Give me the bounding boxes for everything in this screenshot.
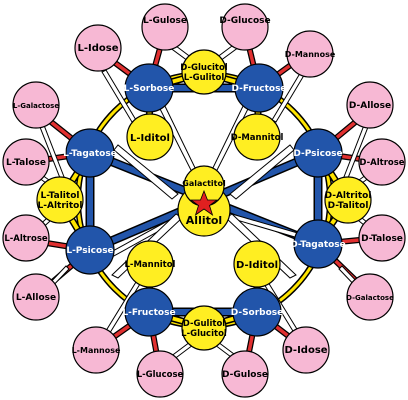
node-l-iditol	[126, 113, 174, 161]
node-l-mannose	[72, 326, 120, 374]
label-l-allose: L-Allose	[16, 293, 56, 303]
node-d-galactose	[346, 273, 394, 321]
label-d-sorbose: D-Sorbose	[231, 308, 284, 318]
label-l-altrose: L-Altrose	[4, 234, 48, 244]
node-d-psicose	[293, 128, 343, 178]
label-l-idose: L-Idose	[77, 43, 118, 54]
label-l-talose: L-Talose	[6, 158, 46, 168]
node-d-mannose	[286, 30, 334, 78]
label-d-psicose: D-Psicose	[293, 149, 342, 159]
node-altritol-right	[324, 176, 372, 224]
label-d-iditol: D-Iditol	[236, 260, 278, 271]
node-l-gulose	[141, 3, 189, 51]
label-talitol-left-2: L-Altritol	[38, 201, 83, 211]
label-allitol: Allitol	[186, 214, 222, 227]
ketose-labels: L-Sorbose D-Fructose L-Tagatose D-Psicos…	[63, 84, 346, 318]
node-d-fructose	[234, 63, 284, 113]
label-l-iditol: L-Iditol	[130, 133, 170, 144]
label-altritol-right-2: D-Talitol	[328, 201, 369, 211]
label-d-tagatose: D-Tagatose	[290, 240, 346, 250]
label-d-mannose: D-Mannose	[285, 50, 336, 59]
label-l-glucose: L-Glucose	[137, 370, 184, 380]
label-glucitol-top-2: L-Gulitol	[184, 73, 225, 83]
label-l-sorbose: L-Sorbose	[124, 84, 175, 94]
label-galactitol: Galactitol	[182, 179, 226, 188]
node-d-allose	[346, 81, 394, 129]
aldose-nodes	[2, 3, 406, 398]
label-d-allose: D-Allose	[349, 101, 391, 111]
label-d-galactose: D-Galactose	[346, 294, 394, 302]
node-d-tagatose	[293, 219, 343, 269]
node-l-allose	[12, 273, 60, 321]
node-l-mannitol	[126, 240, 174, 288]
label-altritol-right-1: D-Altritol	[325, 191, 372, 201]
label-l-mannose: L-Mannose	[72, 346, 121, 355]
label-gulitol-bottom-1: D-Gulitol	[183, 319, 225, 329]
ketose-nodes	[65, 63, 343, 337]
label-l-gulose: L-Gulose	[143, 16, 187, 26]
node-l-psicose	[65, 225, 115, 275]
polyol-labels: D-Glucitol L-Gulitol L-Iditol D-Mannitol…	[38, 63, 372, 339]
label-d-talose: D-Talose	[361, 234, 403, 244]
node-d-idose	[282, 326, 330, 374]
label-d-mannitol: D-Mannitol	[231, 133, 284, 143]
node-l-galactose	[12, 81, 60, 129]
node-l-talose	[2, 138, 50, 186]
node-l-tagatose	[65, 128, 115, 178]
label-l-mannitol: L-Mannitol	[125, 260, 176, 270]
node-talitol-left	[36, 176, 84, 224]
center-star	[189, 189, 219, 217]
label-d-fructose: D-Fructose	[231, 84, 286, 94]
node-l-glucose	[136, 350, 184, 398]
label-l-psicose: L-Psicose	[66, 246, 113, 256]
node-glucitol-top	[181, 49, 227, 95]
node-l-sorbose	[124, 63, 174, 113]
label-d-gulose: D-Gulose	[222, 370, 268, 380]
label-glucitol-top-1: D-Glucitol	[180, 63, 228, 73]
label-d-altrose: D-Altrose	[359, 158, 404, 168]
node-d-glucose	[221, 3, 269, 51]
label-d-glucose: D-Glucose	[219, 16, 270, 26]
node-l-idose	[74, 24, 122, 72]
label-d-idose: D-Idose	[284, 345, 327, 356]
node-l-altrose	[2, 214, 50, 262]
label-l-tagatose: L-Tagatose	[63, 149, 117, 159]
aldose-labels: L-Gulose D-Glucose L-Idose D-Mannose L-G…	[4, 16, 404, 380]
label-gulitol-bottom-2: L-Glucitol	[181, 329, 227, 339]
label-talitol-left-1: L-Talitol	[41, 191, 80, 201]
node-d-gulose	[221, 350, 269, 398]
node-l-fructose	[124, 287, 174, 337]
label-l-fructose: L-Fructose	[122, 308, 175, 318]
node-d-talose	[358, 214, 406, 262]
node-d-mannitol	[233, 113, 281, 161]
node-d-iditol	[233, 240, 281, 288]
label-l-galactose: L-Galactose	[13, 102, 59, 110]
node-d-altrose	[358, 138, 406, 186]
node-d-sorbose	[232, 287, 282, 337]
polyol-nodes	[36, 49, 372, 351]
node-gulitol-bottom	[181, 305, 227, 351]
